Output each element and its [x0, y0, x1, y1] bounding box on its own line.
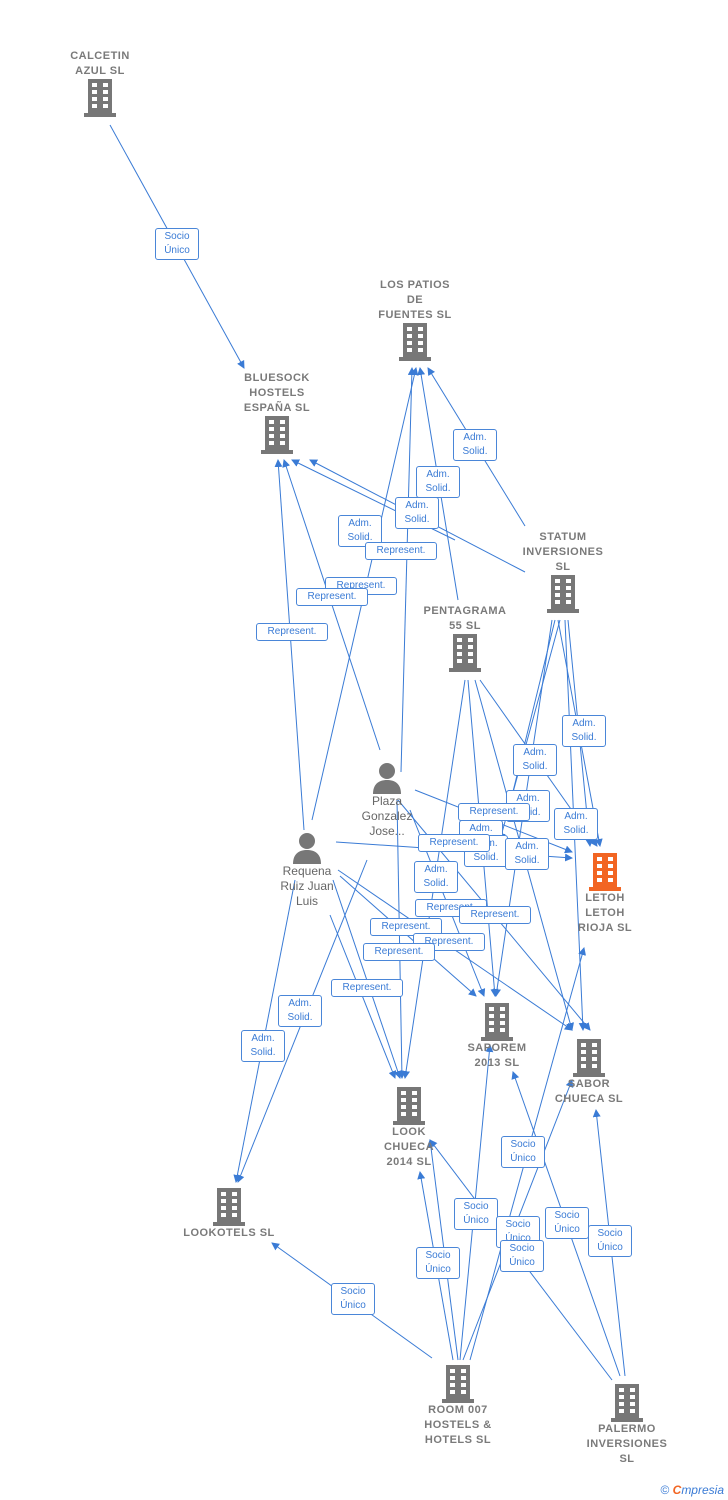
building-icon: [261, 416, 293, 454]
building-icon: [611, 1384, 643, 1422]
edge-label-adm-solid: Adm. Solid.: [453, 429, 497, 461]
node-look-chueca-2014[interactable]: LOOK CHUECA 2014 SL: [344, 1087, 474, 1170]
building-icon: [547, 575, 579, 613]
edge-label-represent: Represent.: [418, 834, 490, 852]
node-bluesock-hostels[interactable]: BLUESOCK HOSTELS ESPAÑA SL: [212, 371, 342, 454]
edge-line: [396, 799, 406, 1079]
edge-label-adm-solid: Adm. Solid.: [505, 838, 549, 870]
edge-label-socio-unico: Socio Único: [545, 1207, 589, 1239]
edge-label-adm-solid: Adm. Solid.: [395, 497, 439, 529]
building-icon: [573, 1039, 605, 1077]
edge-label-adm-solid: Adm. Solid.: [562, 715, 606, 747]
building-icon: [442, 1365, 474, 1403]
building-icon: [213, 1188, 245, 1226]
node-pentagrama-55[interactable]: PENTAGRAMA 55 SL: [400, 604, 530, 672]
edge-label-adm-solid: Adm. Solid.: [416, 466, 460, 498]
edge-label-represent: Represent.: [363, 943, 435, 961]
edge-label-adm-solid: Adm. Solid.: [241, 1030, 285, 1062]
building-icon: [84, 79, 116, 117]
node-saporem-2013[interactable]: SAPOREM 2013 SL: [432, 1003, 562, 1071]
edge-label-socio-unico: Socio Único: [588, 1225, 632, 1257]
building-icon: [449, 634, 481, 672]
building-icon: [399, 323, 431, 361]
edge-line: [400, 367, 416, 773]
edge-label-adm-solid: Adm. Solid.: [338, 515, 382, 547]
edge-label-adm-solid: Adm. Solid.: [513, 744, 557, 776]
edge-label-represent: Represent.: [331, 979, 403, 997]
node-room-007-hostels[interactable]: ROOM 007 HOSTELS & HOTELS SL: [393, 1365, 523, 1448]
building-icon: [393, 1087, 425, 1125]
edge-label-represent: Represent.: [458, 803, 530, 821]
edge-label-represent: Represent.: [296, 588, 368, 606]
building-highlight-icon: [589, 853, 621, 891]
node-sabor-chueca[interactable]: SABOR CHUECA SL: [524, 1039, 654, 1107]
edge-label-represent: Represent.: [256, 623, 328, 641]
node-letoh-letoh-rioja[interactable]: LETOH LETOH RIOJA SL: [540, 853, 670, 936]
edge-label-socio-unico: Socio Único: [500, 1240, 544, 1272]
node-person-requena-ruiz[interactable]: Requena Ruiz Juan Luis: [242, 832, 372, 909]
building-icon: [481, 1003, 513, 1041]
brand-logo-e: C: [672, 1483, 682, 1497]
copyright-icon: ©: [660, 1483, 670, 1497]
edge-label-socio-unico: Socio Único: [155, 228, 199, 260]
edge-label-socio-unico: Socio Único: [331, 1283, 375, 1315]
node-los-patios-de-fuentes[interactable]: LOS PATIOS DE FUENTES SL: [350, 278, 480, 361]
edge-label-socio-unico: Socio Único: [454, 1198, 498, 1230]
person-icon: [293, 833, 321, 864]
edge-label-represent: Represent.: [459, 906, 531, 924]
empresia-footer[interactable]: © Cmpresia: [660, 1483, 724, 1497]
node-statum-inversiones[interactable]: STATUM INVERSIONES SL: [498, 530, 628, 613]
edge-label-represent: Represent.: [365, 542, 437, 560]
edge-label-adm-solid: Adm. Solid.: [414, 861, 458, 893]
node-calcetin-azul[interactable]: CALCETIN AZUL SL: [35, 49, 165, 117]
edge-label-adm-solid: Adm. Solid.: [554, 808, 598, 840]
edge-label-represent: Represent.: [370, 918, 442, 936]
edge-label-socio-unico: Socio Único: [501, 1136, 545, 1168]
edge-line: [274, 459, 305, 831]
edge-label-adm-solid: Adm. Solid.: [278, 995, 322, 1027]
edge-line: [339, 875, 477, 997]
node-person-plaza-gonzalez[interactable]: Plaza Gonzalez Jose...: [322, 762, 452, 839]
person-icon: [373, 763, 401, 794]
node-lookotels[interactable]: LOOKOTELS SL: [164, 1188, 294, 1241]
node-palermo-inversiones[interactable]: PALERMO INVERSIONES SL: [562, 1384, 692, 1467]
brand-logo-text: mpresia: [681, 1483, 724, 1497]
edge-label-socio-unico: Socio Único: [416, 1247, 460, 1279]
